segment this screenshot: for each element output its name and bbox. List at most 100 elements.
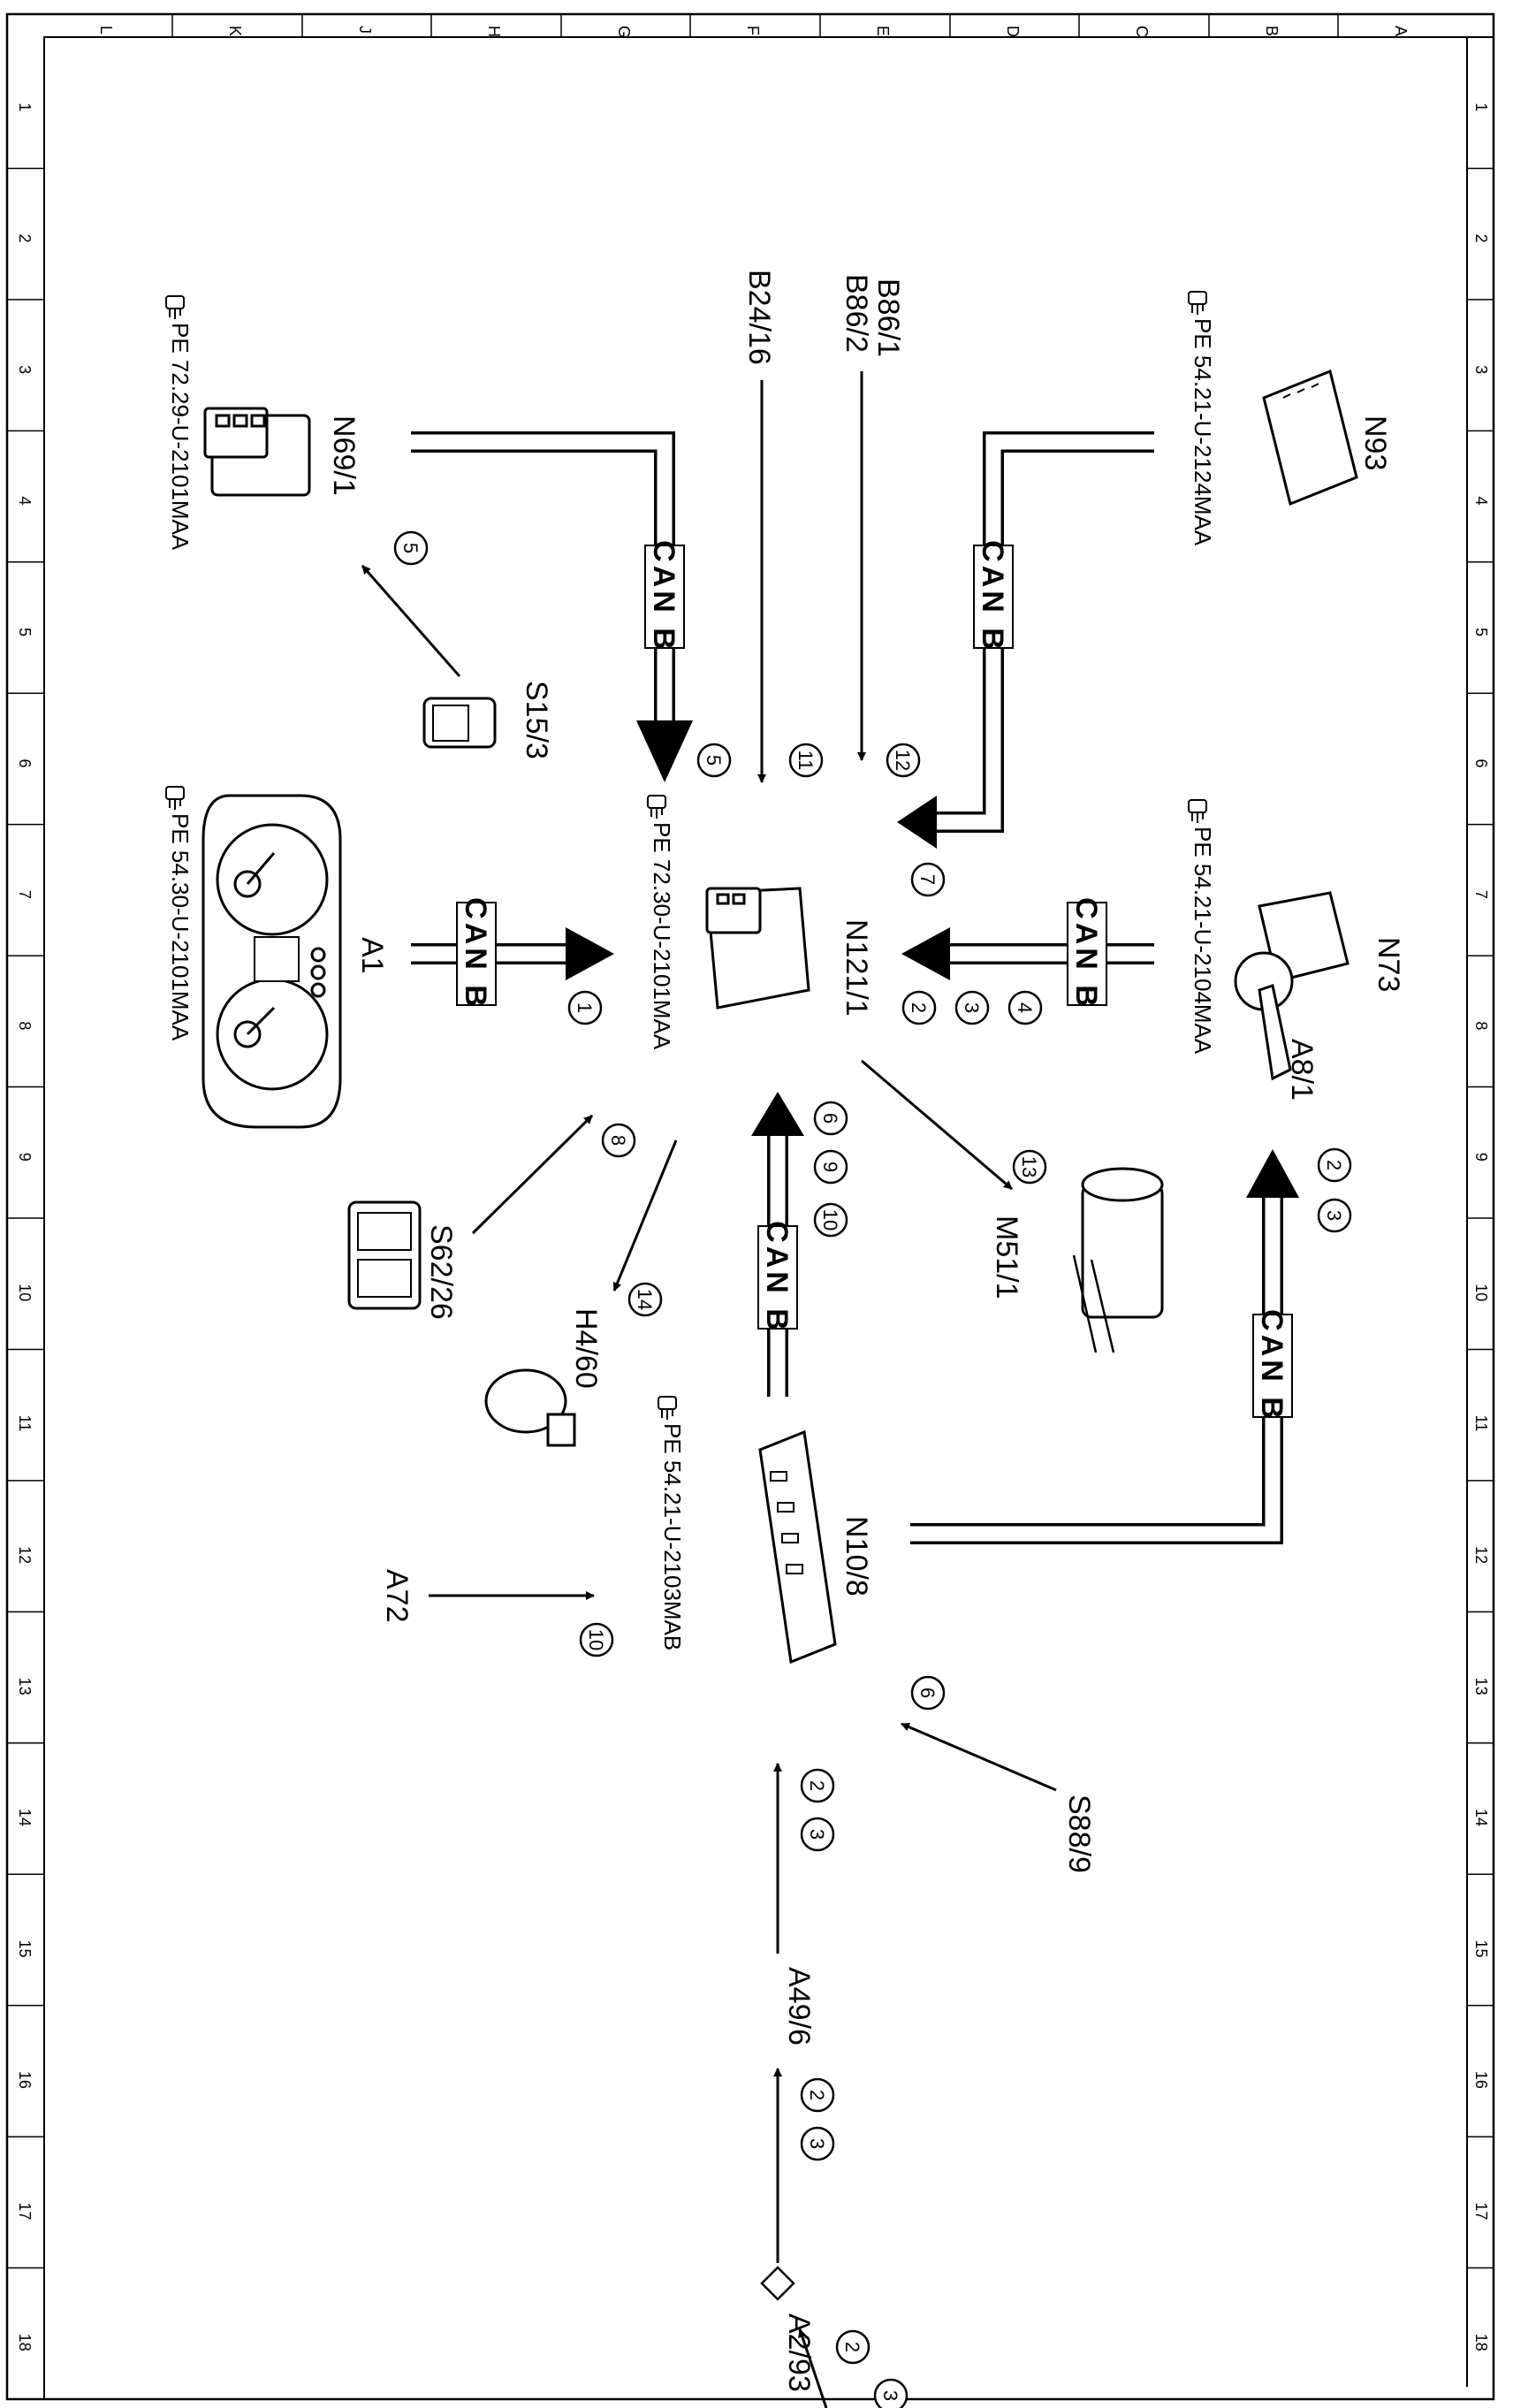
can-label-a8: CAN B: [1255, 1309, 1289, 1422]
grid-row-left-11: 11: [16, 1415, 34, 1432]
grid-columns: L K J H G F E D C B A: [97, 14, 1410, 38]
pointing-hand-icon: [1188, 291, 1207, 315]
signal-circle: [800, 1768, 835, 1803]
s62-switch-drawing: [347, 1200, 422, 1310]
grid-row-left-12: 12: [16, 1546, 34, 1564]
grid-col-E: E: [874, 26, 892, 36]
n73-ignition-drawing: [1234, 891, 1350, 1081]
grid-row-right-1: 1: [1472, 103, 1490, 111]
signal-number: 3: [879, 2390, 901, 2401]
signal-circle: [788, 743, 824, 778]
grid-col-J: J: [356, 26, 374, 34]
grid-row-right-16: 16: [1472, 2071, 1490, 2089]
pointing-hand-icon: [1188, 799, 1207, 823]
signal-number: 5: [399, 543, 422, 553]
grid-row-left-17: 17: [16, 2202, 34, 2220]
ref-a1: PE 54.30-U-2101MAA: [167, 813, 194, 1041]
signal-number: 5: [703, 755, 725, 766]
signal-number: 12: [892, 750, 914, 771]
grid-row-right-12: 12: [1472, 1546, 1490, 1564]
label-n93: N93: [1358, 415, 1392, 470]
n93-module-drawing: [1262, 369, 1358, 507]
ref-n69-1: PE 72.29-U-2101MAA: [167, 323, 194, 551]
grid-row-right-2: 2: [1472, 234, 1490, 243]
signal-number: 10: [585, 1629, 607, 1650]
signal-number: 9: [819, 1162, 841, 1172]
pointing-hand-icon: [647, 795, 666, 819]
signal-number: 2: [1323, 1160, 1345, 1170]
signal-number: 10: [819, 1209, 841, 1231]
signal-circle: [954, 990, 990, 1025]
grid-col-C: C: [1133, 26, 1151, 37]
grid-col-G: G: [615, 26, 633, 38]
label-n69-1: N69/1: [327, 415, 361, 496]
signal-number: 2: [806, 1780, 828, 1791]
signal-circle: [393, 530, 429, 566]
signal-circle: [1317, 1198, 1352, 1233]
grid-row-right-10: 10: [1472, 1284, 1490, 1301]
signal-circle: [800, 1817, 835, 1852]
a2-93-diamond-drawing: [760, 2266, 795, 2301]
signal-number: 2: [806, 2090, 828, 2100]
ref-n93: PE 54.21-U-2124MAA: [1190, 318, 1216, 546]
signal-number: 8: [607, 1135, 629, 1146]
grid-row-left-9: 9: [16, 1153, 34, 1162]
grid-row-right-4: 4: [1472, 497, 1490, 506]
signal-circle: [601, 1123, 636, 1158]
signal-number: 13: [1018, 1156, 1040, 1177]
grid-row-right-15: 15: [1472, 1939, 1490, 1957]
signal-number: 4: [1014, 1002, 1036, 1013]
label-s62-26: S62/26: [424, 1224, 458, 1320]
signal-circle: [1317, 1147, 1352, 1183]
signal-circle: [813, 1202, 848, 1238]
can-label-n69: CAN B: [647, 540, 680, 653]
component-drawings: [201, 369, 1358, 2301]
grid-row-left-16: 16: [16, 2071, 34, 2089]
grid-row-left-8: 8: [16, 1021, 34, 1030]
signal-number: 6: [819, 1113, 841, 1124]
label-a72: A72: [380, 1569, 414, 1623]
label-a1: A1: [355, 937, 389, 974]
grid-row-right-17: 17: [1472, 2202, 1490, 2220]
n69-module-drawing: [203, 407, 311, 497]
ref-n121-1: PE 72.30-U-2101MAA: [649, 822, 675, 1050]
grid-col-H: H: [485, 26, 503, 37]
label-n73: N73: [1372, 937, 1405, 992]
m51-motor-drawing: [1072, 1167, 1164, 1353]
grid-row-left-1: 1: [16, 103, 34, 111]
can-label-a1: CAN B: [459, 897, 492, 1010]
ref-n73: PE 54.21-U-2104MAA: [1190, 827, 1216, 1055]
grid-row-left-6: 6: [16, 758, 34, 767]
label-h4-60: H4/60: [569, 1308, 603, 1389]
grid-row-left-3: 3: [16, 365, 34, 374]
signal-number: 3: [806, 1829, 828, 1840]
grid-col-B: B: [1263, 26, 1281, 36]
signal-number: 3: [961, 1002, 983, 1013]
grid-row-right-13: 13: [1472, 1678, 1490, 1696]
signal-circle: [696, 743, 732, 778]
h4-horn-drawing: [484, 1368, 576, 1447]
label-b24-16: B24/16: [742, 270, 776, 365]
signal-number: 7: [916, 874, 939, 885]
signal-circle: [800, 2077, 835, 2113]
signal-circle: [813, 1101, 848, 1136]
grid-row-right-6: 6: [1472, 758, 1490, 767]
grid-col-D: D: [1004, 26, 1022, 37]
signal-number: 2: [908, 1002, 930, 1013]
signal-circle: [1007, 990, 1043, 1025]
n121-module-drawing: [705, 887, 810, 1010]
grid-col-A: A: [1392, 26, 1410, 36]
pointing-hand-icon: [658, 1396, 677, 1420]
grid-row-left-5: 5: [16, 628, 34, 636]
signal-circle: [579, 1622, 614, 1657]
signal-circle: [910, 1675, 946, 1711]
can-label-n93: CAN B: [976, 540, 1009, 653]
signal-circle: [1012, 1149, 1047, 1185]
signal-circle: [835, 2329, 871, 2365]
label-s15-3: S15/3: [520, 681, 553, 759]
signal-number: 2: [841, 2342, 863, 2352]
label-b86-2: B86/2: [840, 274, 873, 353]
pointing-hand-icon: [165, 295, 185, 319]
